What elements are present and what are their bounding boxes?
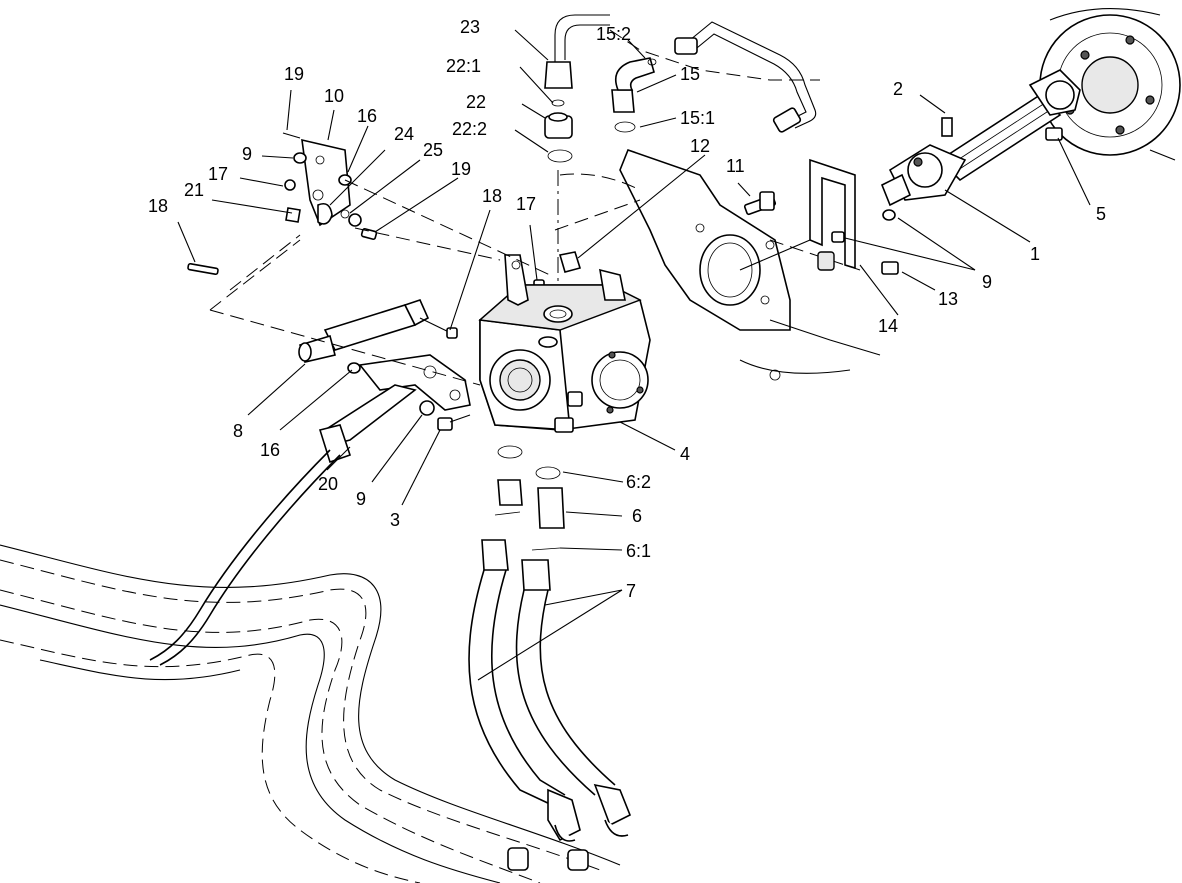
nut-9-right — [882, 209, 896, 221]
callout-10: 10 — [324, 86, 344, 106]
pump-4 — [478, 254, 651, 433]
callout-6-2: 6:2 — [626, 472, 651, 492]
callout-17-left: 17 — [208, 164, 228, 184]
callout-22-2: 22:2 — [452, 119, 487, 139]
drive-shaft-assembly — [880, 8, 1181, 221]
bracket-10-group — [187, 132, 551, 386]
callout-15: 15 — [680, 64, 700, 84]
callout-24: 24 — [394, 124, 414, 144]
cylinder-8 — [298, 299, 458, 363]
tube-nut-lower — [772, 107, 802, 133]
callout-18-mid: 18 — [482, 186, 502, 206]
callout-7: 7 — [626, 581, 636, 601]
callout-23: 23 — [460, 17, 480, 37]
bracket-14 — [739, 158, 861, 271]
callout-11: 11 — [726, 156, 745, 176]
hoses-7 — [468, 569, 632, 871]
elbow-fitting-15 — [611, 57, 657, 133]
callout-9-right: 9 — [982, 272, 992, 292]
callout-20: 20 — [318, 474, 338, 494]
upper-tubing — [554, 14, 820, 133]
callout-labels: 23 22:1 22 22:2 15:2 15 15:1 12 11 2 5 1… — [148, 17, 1106, 601]
callout-8: 8 — [233, 421, 243, 441]
callout-17-mid: 17 — [516, 194, 536, 214]
hose-fittings-6 — [481, 445, 565, 591]
callout-15-1: 15:1 — [680, 108, 715, 128]
fasteners-right — [533, 191, 899, 291]
callout-5: 5 — [1096, 204, 1106, 224]
tube-nut-upper — [674, 37, 698, 55]
bolt-2 — [941, 117, 953, 137]
mounting-plate — [554, 148, 881, 381]
callout-15-2: 15:2 — [596, 24, 631, 44]
callout-22: 22 — [466, 92, 486, 112]
callout-18-left: 18 — [148, 196, 168, 216]
callout-21: 21 — [184, 180, 204, 200]
callout-6: 6 — [632, 506, 642, 526]
callout-19-top: 19 — [284, 64, 304, 84]
callout-25: 25 — [423, 140, 443, 160]
callout-2: 2 — [893, 79, 903, 99]
callout-1: 1 — [1030, 244, 1040, 264]
callout-19-right: 19 — [451, 159, 471, 179]
leader-lines — [177, 29, 1091, 681]
callout-14: 14 — [878, 316, 898, 336]
callout-9-bottom: 9 — [356, 489, 366, 509]
callout-4: 4 — [680, 444, 690, 464]
bracket-20-linkage — [149, 354, 471, 666]
callout-22-1: 22:1 — [446, 56, 481, 76]
bolt-5 — [1045, 127, 1063, 141]
callout-3: 3 — [390, 510, 400, 530]
callout-16-bottom: 16 — [260, 440, 280, 460]
callout-13: 13 — [938, 289, 958, 309]
callout-9-top: 9 — [242, 144, 252, 164]
frame-tubing-lines — [0, 544, 621, 883]
callout-12: 12 — [690, 136, 710, 156]
callout-6-1: 6:1 — [626, 541, 651, 561]
callout-16-top: 16 — [357, 106, 377, 126]
